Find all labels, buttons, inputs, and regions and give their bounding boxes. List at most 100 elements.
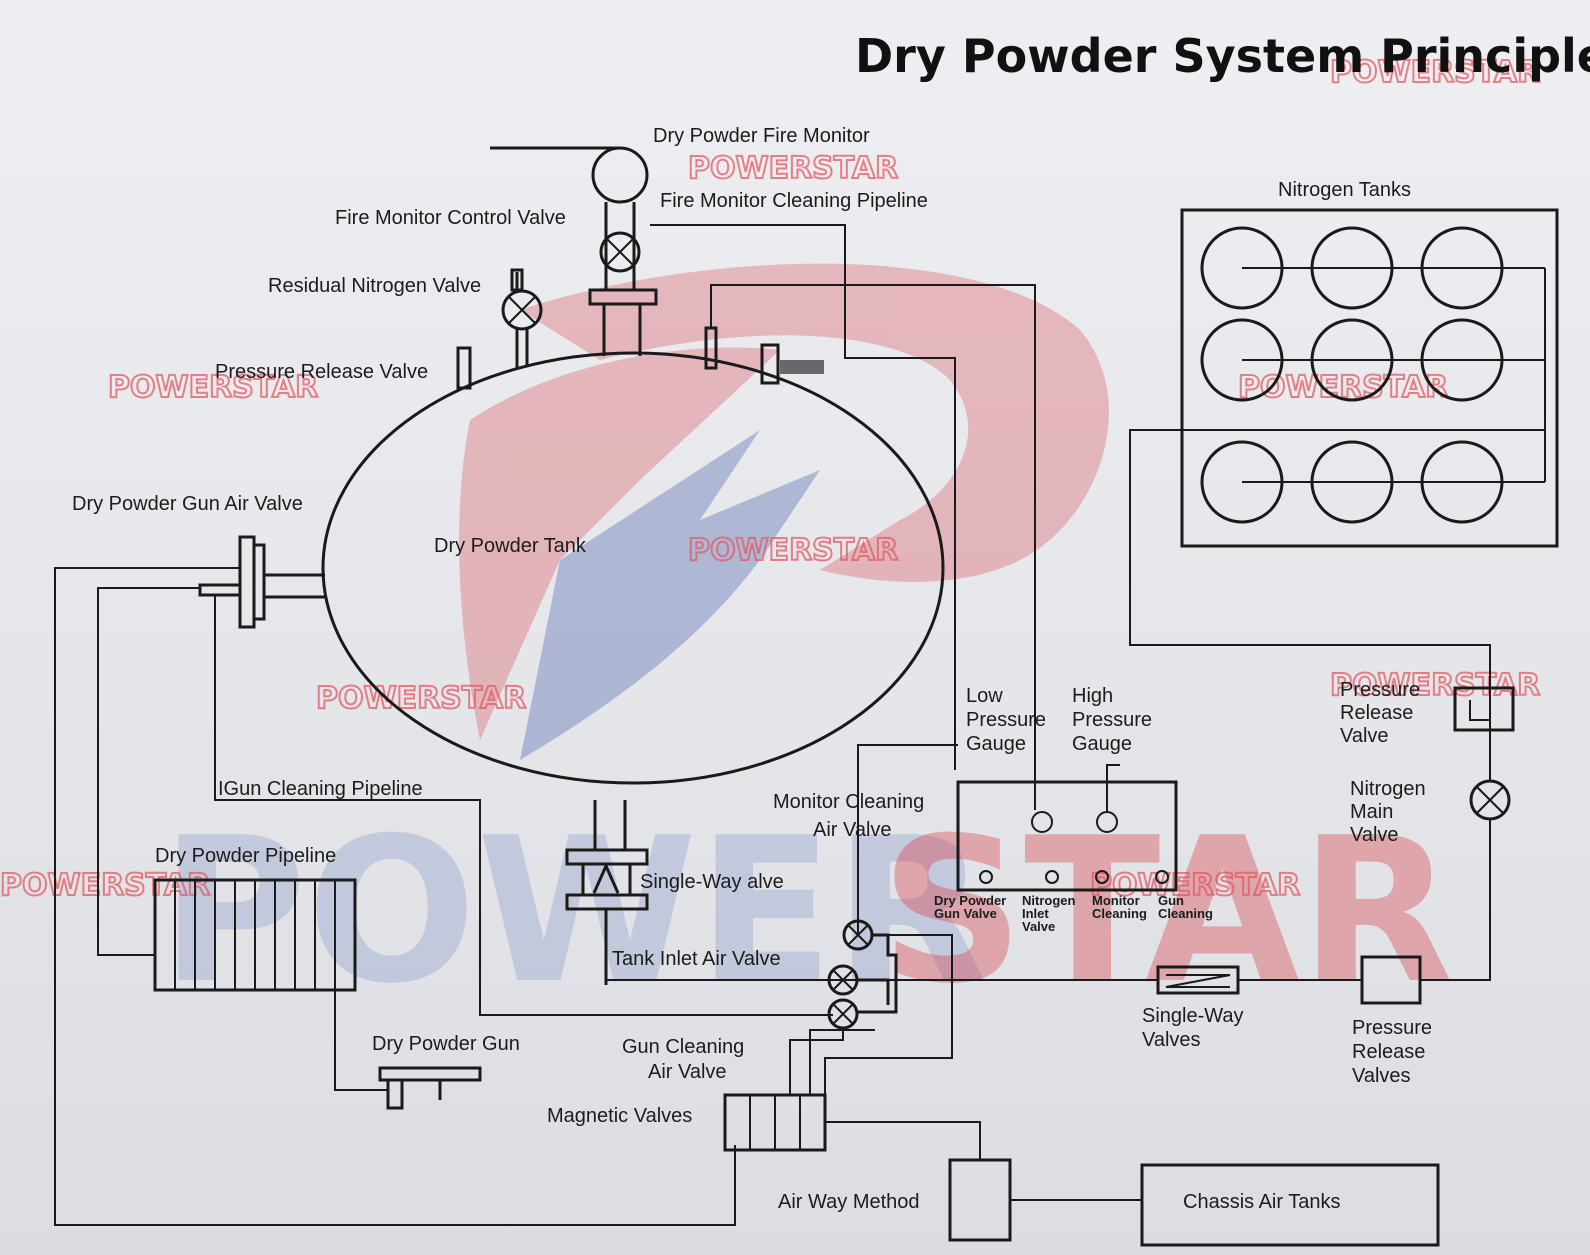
label-monitor-cleaning-air-valve: Monitor Cleaning Air Valve (773, 791, 924, 841)
outer-left-pipe (54, 567, 736, 1226)
single-way-valve (565, 800, 649, 985)
label-pressure-release-valve-right: Pressure Release Valve (1340, 679, 1420, 747)
watermark-small: POWERSTAR (1330, 668, 1540, 703)
label-fire-monitor-control-valve: Fire Monitor Control Valve (335, 207, 566, 229)
watermark-star: STAR (880, 795, 1454, 1028)
air-way-method (948, 1158, 1012, 1242)
low-pressure-line (710, 284, 1036, 810)
nitrogen-tanks (1180, 208, 1559, 548)
label-magnetic-valves: Magnetic Valves (547, 1105, 692, 1127)
svg-text:Valve: Valve (1350, 824, 1399, 846)
magnetic-valve-feed-c (789, 1028, 844, 1095)
dry-powder-tank (321, 351, 945, 785)
svg-text:Gun Valve: Gun Valve (934, 906, 997, 921)
svg-text:Monitor: Monitor (1092, 893, 1140, 908)
svg-text:Cleaning: Cleaning (1158, 906, 1213, 921)
label-pressure-release-valves: Pressure Release Valves (1352, 1017, 1432, 1087)
svg-text:Pressure: Pressure (1352, 1017, 1432, 1039)
watermark-small: POWERSTAR (1330, 55, 1540, 90)
svg-text:Inlet: Inlet (1022, 906, 1049, 921)
label-chassis-air-tanks: Chassis Air Tanks (1183, 1191, 1340, 1213)
fire-monitor-control-valve (599, 231, 641, 273)
nitrogen-main-line (1420, 819, 1491, 981)
svg-text:Valve: Valve (1340, 725, 1389, 747)
valve-manifold (857, 978, 890, 1005)
label-dry-powder-fire-monitor: Dry Powder Fire Monitor (653, 125, 870, 147)
svg-text:Air Valve: Air Valve (813, 819, 892, 841)
pressure-release-valve-top (456, 346, 472, 390)
nitrogen-supply-line (1129, 429, 1545, 780)
label-fire-monitor-cleaning-pipeline: Fire Monitor Cleaning Pipeline (660, 190, 928, 212)
panel-knob (979, 870, 993, 884)
watermark-small: POWERSTAR (108, 370, 318, 405)
svg-text:Gun: Gun (1158, 893, 1184, 908)
pressure-release-valve-right (1453, 686, 1515, 732)
svg-text:Valve: Valve (1022, 919, 1055, 934)
svg-text:Low: Low (966, 685, 1003, 707)
magnetic-valve-feed-a (824, 934, 953, 1095)
svg-text:Pressure: Pressure (1072, 709, 1152, 731)
watermark-small: POWERSTAR (688, 533, 898, 568)
panel-knob (1155, 870, 1169, 884)
magnetic-valves (723, 1093, 827, 1152)
label-pressure-release-valve-top: Pressure Release Valve (215, 361, 428, 383)
label-gun-cleaning-air-valve: Gun Cleaning Air Valve (622, 1036, 744, 1083)
label-air-way-method: Air Way Method (778, 1191, 920, 1213)
residual-nitrogen-valve (501, 268, 543, 368)
high-pressure-line (1106, 764, 1120, 812)
dry-powder-gun-air-valve (198, 535, 325, 629)
label-nitrogen-main-valve: Nitrogen Main Valve (1350, 778, 1426, 846)
svg-text:Air Valve: Air Valve (648, 1061, 727, 1083)
watermark-small: POWERSTAR (1090, 868, 1300, 903)
svg-text:Release: Release (1340, 702, 1413, 724)
pressure-release-branch (1469, 700, 1491, 740)
gun-cleaning-pipeline (214, 595, 833, 1016)
svg-text:Single-Way: Single-Way (1142, 1005, 1244, 1027)
svg-text:Gauge: Gauge (966, 733, 1026, 755)
watermark-small: POWERSTAR (0, 868, 210, 903)
svg-text:Monitor Cleaning: Monitor Cleaning (773, 791, 924, 813)
eagle-logo-watermark (459, 263, 1109, 760)
label-single-way-valves: Single-Way Valves (1142, 1005, 1244, 1051)
label-nitrogen-tanks: Nitrogen Tanks (1278, 179, 1411, 201)
control-panel (956, 780, 1178, 892)
pipeline-feed (97, 587, 200, 956)
dry-powder-gun (378, 1066, 482, 1110)
watermark-small: POWERSTAR (688, 151, 898, 186)
air-way-line (825, 1121, 981, 1160)
label-dry-powder-tank: Dry Powder Tank (434, 535, 587, 557)
svg-text:Main: Main (1350, 801, 1393, 823)
low-pressure-gauge (1031, 811, 1053, 833)
panel-labels: Dry Powder Gun Valve Nitrogen Inlet Valv… (934, 893, 1213, 934)
panel-knob (1095, 870, 1109, 884)
label-gun-cleaning-pipeline: IGun Cleaning Pipeline (218, 778, 423, 800)
svg-text:High: High (1072, 685, 1113, 707)
fire-monitor-cleaning-pipeline (650, 224, 956, 770)
svg-text:Pressure: Pressure (1340, 679, 1420, 701)
svg-text:Release: Release (1352, 1041, 1425, 1063)
nitrogen-main-valve (1469, 779, 1511, 821)
label-single-way-valve: Single-Way alve (640, 871, 784, 893)
monitor-cleaning-air-line (857, 744, 958, 935)
svg-text:Gun Cleaning: Gun Cleaning (622, 1036, 744, 1058)
label-low-pressure-gauge: Low Pressure Gauge (966, 685, 1046, 755)
fire-monitor-column (490, 146, 658, 356)
label-dry-powder-gun-air-valve: Dry Powder Gun Air Valve (72, 493, 303, 515)
watermark-small: POWERSTAR (316, 681, 526, 716)
magnetic-valve-feed-b (809, 1029, 875, 1095)
svg-text:Pressure: Pressure (966, 709, 1046, 731)
label-dry-powder-pipeline: Dry Powder Pipeline (155, 845, 336, 867)
panel-knob (1045, 870, 1059, 884)
svg-text:Valves: Valves (1352, 1065, 1411, 1087)
label-tank-inlet-air-valve: Tank Inlet Air Valve (612, 948, 781, 970)
dry-powder-pipeline-coil (153, 878, 357, 992)
svg-text:Cleaning: Cleaning (1092, 906, 1147, 921)
page-title: Dry Powder System Principle (855, 29, 1590, 83)
svg-text:Gauge: Gauge (1072, 733, 1132, 755)
svg-text:Nitrogen: Nitrogen (1022, 893, 1076, 908)
svg-text:Nitrogen: Nitrogen (1350, 778, 1426, 800)
label-high-pressure-gauge: High Pressure Gauge (1072, 685, 1152, 755)
label-dry-powder-gun: Dry Powder Gun (372, 1033, 520, 1055)
